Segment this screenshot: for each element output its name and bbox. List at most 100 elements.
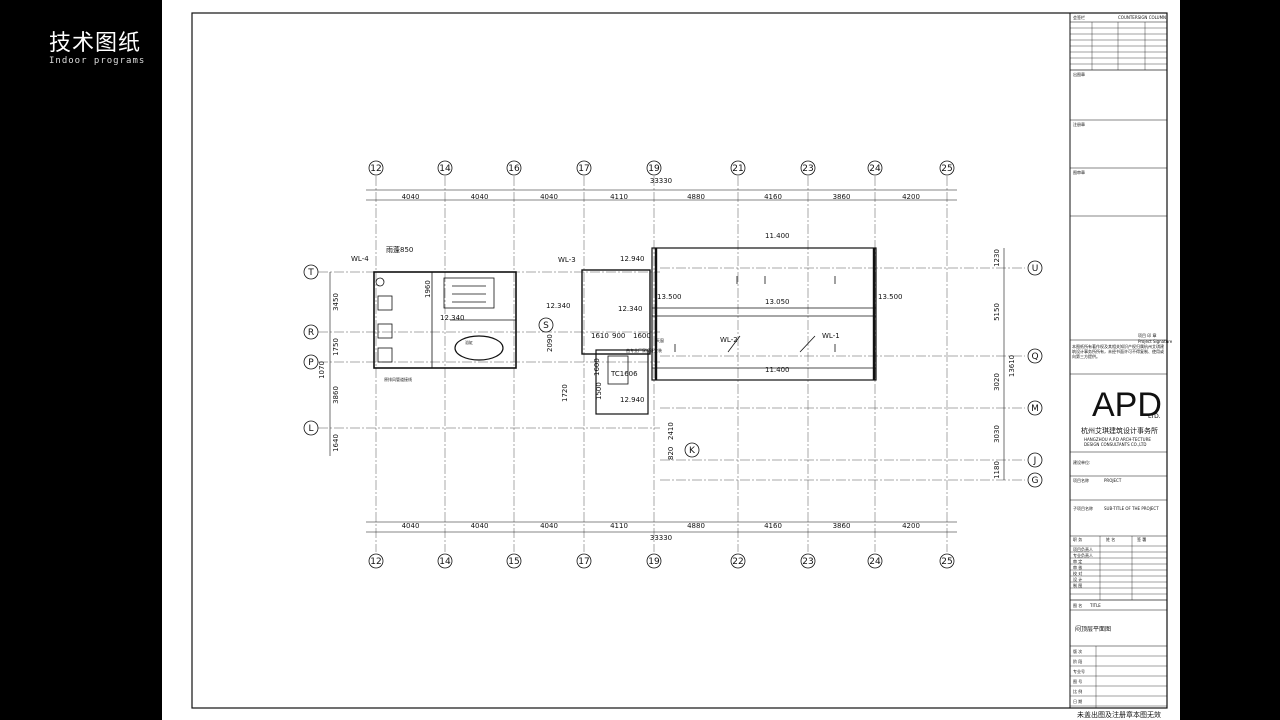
axis-bubble-left: [303, 354, 319, 370]
drawing-sheet: [162, 0, 1180, 720]
axis-label-top: 21: [732, 164, 743, 174]
dim-1720: 1720: [561, 384, 569, 402]
fixture: [377, 323, 393, 339]
axis-label-left: P: [308, 358, 314, 368]
dim-label: 3860: [833, 522, 851, 530]
axis-bubble-left: [303, 324, 319, 340]
dim-label-right: 3030: [993, 425, 1001, 443]
tb-meta: 专业号: [1073, 668, 1085, 674]
axis-label-top: 24: [869, 164, 881, 174]
axis-label-right: M: [1031, 404, 1039, 414]
dim-label-right: 3020: [993, 373, 1001, 391]
axis-label-extra: S: [543, 321, 549, 331]
tb-meta: 版 次: [1073, 648, 1082, 654]
tb-sign-3: 图审章: [1073, 169, 1085, 175]
dim-label-left-extra: 1070: [318, 361, 326, 379]
elev-11400-top: 11.400: [765, 232, 790, 240]
axis-label-bottom: 19: [648, 557, 660, 567]
slide-right-panel: [1180, 0, 1280, 720]
tb-meta: 比 例: [1073, 688, 1082, 694]
axis-bubble-right: [1027, 260, 1043, 276]
axis-label-left: L: [308, 424, 313, 434]
axis-bubble-bottom: [368, 553, 384, 569]
label-skylight: 天窗: [656, 337, 664, 343]
elevator-shaft: [595, 349, 649, 415]
axis-bubble-top: [368, 160, 384, 176]
vent-circle: [375, 277, 385, 287]
tb-owner-label: 建设单位:: [1073, 459, 1090, 465]
tb-stamp-label: 项目 印 章: [1138, 332, 1157, 338]
dim-label-left: 1750: [332, 338, 340, 356]
dim-label: 4200: [902, 193, 920, 201]
slide-title: 技术图纸: [49, 31, 142, 56]
axis-bubble-bottom: [730, 553, 746, 569]
fixture: [377, 347, 393, 363]
elev-11400-bottom: 11.400: [765, 366, 790, 374]
dim-label-right: 5150: [993, 303, 1001, 321]
elev-13050: 13.050: [765, 298, 790, 306]
label-wl3: WL-3: [558, 256, 576, 264]
dim-label: 4040: [471, 522, 489, 530]
bathtub: [454, 335, 504, 361]
dim-label: 4200: [902, 522, 920, 530]
dim-1500: 1500: [595, 382, 603, 400]
axis-bubble-bottom: [576, 553, 592, 569]
dim-label: 4040: [402, 522, 420, 530]
axis-label-top: 17: [578, 164, 589, 174]
apd-logo-ltd: LTD.: [1148, 413, 1161, 420]
stair: [443, 277, 495, 309]
tb-note: 本图纸所有著作权及其相关知识产权归属杭州艾琪建筑设计事务所所有，未经书面许可不得…: [1072, 344, 1164, 359]
axis-bubble-top: [800, 160, 816, 176]
elev-12940-top: 12.940: [620, 255, 645, 263]
axis-bubble-extra: [538, 317, 554, 333]
axis-bubble-top: [437, 160, 453, 176]
tb-role-header-1: 职 务: [1073, 536, 1082, 542]
dim-1610: 1610: [591, 332, 609, 340]
axis-bubble-right: [1027, 400, 1043, 416]
axis-bubble-bottom: [867, 553, 883, 569]
tb-role-header-3: 签 署: [1137, 536, 1146, 542]
axis-label-left: R: [308, 328, 314, 338]
label-wl4: WL-4: [351, 255, 369, 263]
elev-12340-s: 12.340: [546, 302, 571, 310]
dim-2090: 2090: [546, 334, 554, 352]
elevator-car: [607, 355, 629, 385]
axis-bubble-top: [867, 160, 883, 176]
tb-sign-2: 注册章: [1073, 121, 1085, 127]
dim-label-right: 1230: [993, 249, 1001, 267]
axis-bubble-bottom: [939, 553, 955, 569]
dim-label: 4110: [610, 522, 628, 530]
label-elevator-note: 由专业厂家设计安装: [626, 347, 662, 353]
axis-bubble-top: [730, 160, 746, 176]
axis-label-extra: K: [689, 446, 696, 456]
axis-bubble-bottom: [506, 553, 522, 569]
grid-layer: 1212141416151717191921222323242425254040…: [303, 160, 1043, 569]
dim-label: 4160: [764, 522, 782, 530]
dim-label: 4160: [764, 193, 782, 201]
dim-total: 33330: [650, 534, 672, 542]
axis-bubble-left: [303, 420, 319, 436]
dim-label-left: 3860: [332, 386, 340, 404]
axis-label-top: 16: [508, 164, 520, 174]
dim-1600-v: 1600: [593, 358, 601, 376]
axis-label-top: 19: [648, 164, 660, 174]
dim-1960: 1960: [424, 280, 432, 298]
elev-12340-left: 12.340: [440, 314, 465, 322]
elev-13500-right: 13.500: [878, 293, 903, 301]
dim-label-right: 1180: [993, 461, 1001, 479]
tb-project-label: 项目名称: [1073, 477, 1089, 483]
dim-1600: 1600: [633, 332, 651, 340]
dim-label: 4040: [402, 193, 420, 201]
axis-bubble-top: [506, 160, 522, 176]
tb-header: 会签栏: [1073, 14, 1085, 20]
dim-label: 4040: [471, 193, 489, 201]
plan-labels: WL-4 雨蓬850 WL-3 12.940 12.340 12.340 12.…: [351, 232, 903, 460]
tb-meta: 日 期: [1073, 698, 1082, 704]
axis-label-top: 23: [802, 164, 813, 174]
dim-label: 3860: [833, 193, 851, 201]
footer-note: 未盖出图及注册章本图无效: [1077, 711, 1161, 719]
axis-bubble-right: [1027, 348, 1043, 364]
axis-label-top: 25: [941, 164, 952, 174]
axis-bubble-bottom: [646, 553, 662, 569]
elev-12940-bottom: 12.940: [620, 396, 645, 404]
